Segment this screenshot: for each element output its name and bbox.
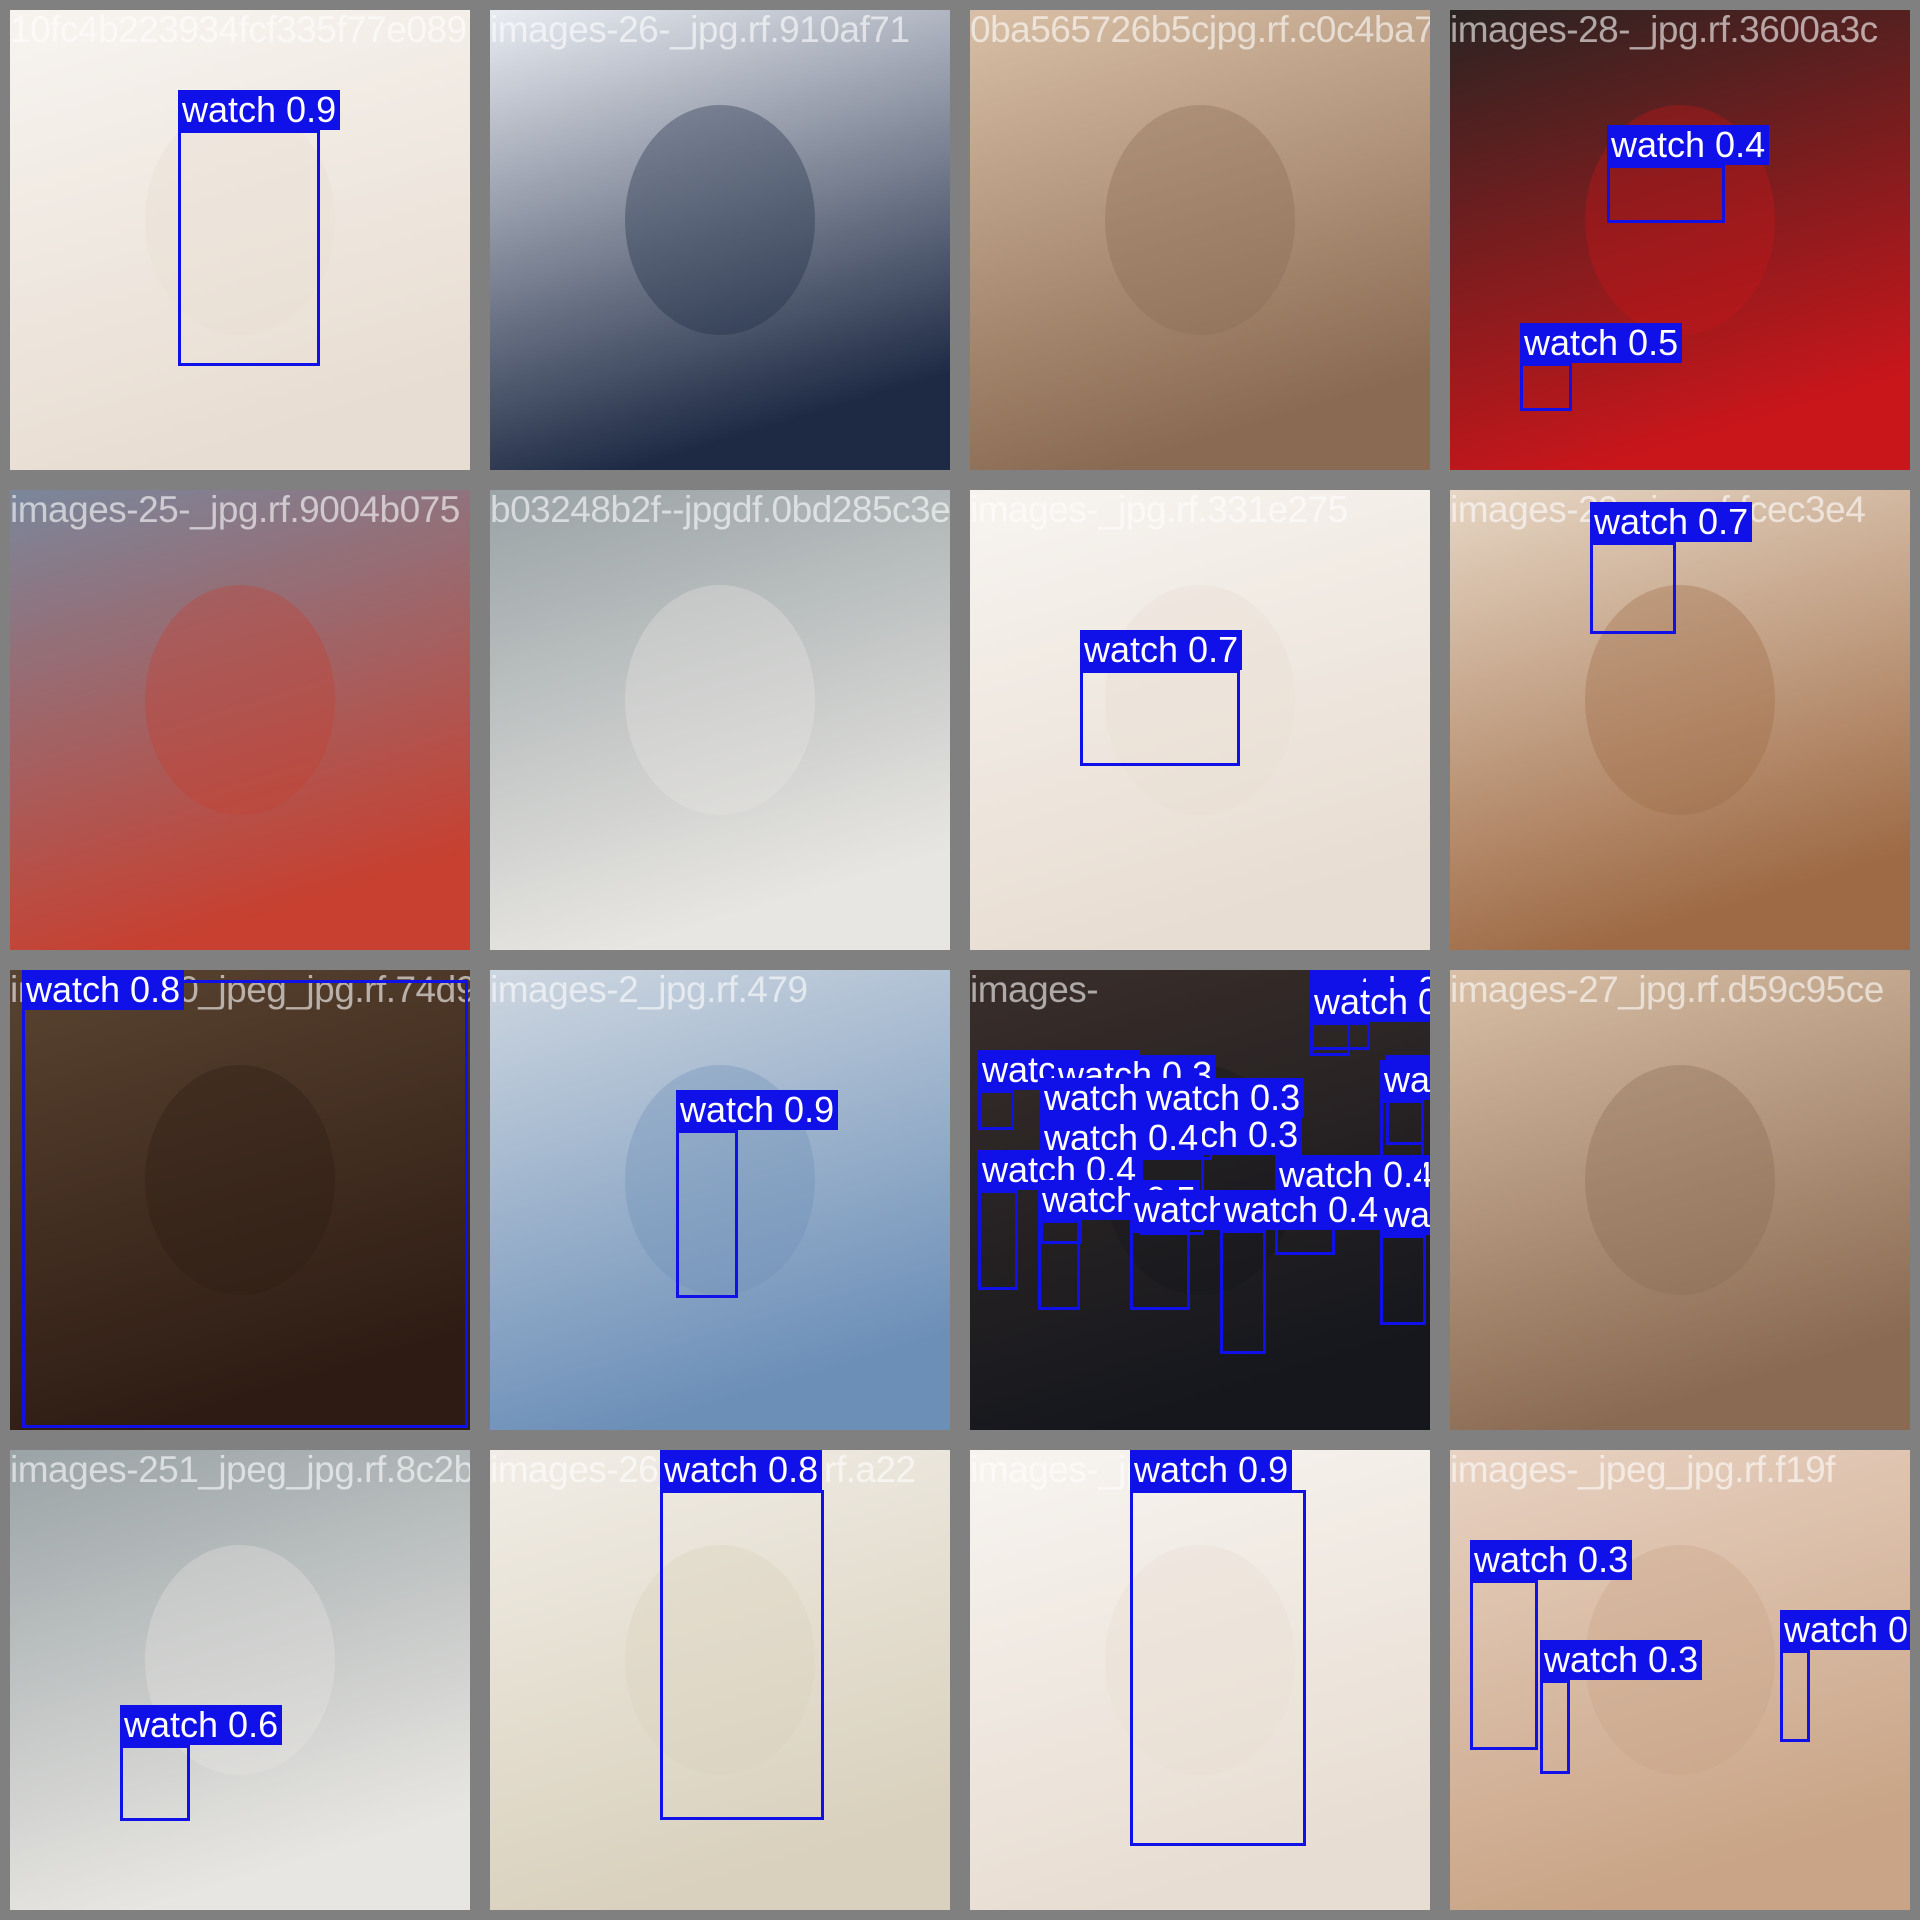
tile-filename: images-25-_jpg.rf.9004b075 (10, 490, 460, 530)
detection-label: watch 0.9 (676, 1090, 839, 1130)
detection-label: watch 0.4 (1275, 1155, 1430, 1195)
detection-box (1080, 670, 1240, 766)
detection-box (1540, 1680, 1570, 1774)
photo-thumbnail (10, 970, 470, 1430)
detection-box (120, 1745, 190, 1821)
photo-thumbnail (10, 10, 470, 470)
detection-box (178, 130, 320, 366)
photo-thumbnail (970, 1450, 1430, 1910)
detection-label: watch 0.6 (120, 1705, 283, 1745)
detection-box (1607, 165, 1725, 223)
photo-thumbnail (490, 1450, 950, 1910)
tile-filename: images-251_jpeg_jpg.rf.8c2b (10, 1450, 470, 1490)
detection-box (22, 980, 468, 1428)
detection-box (978, 1190, 1018, 1290)
detection-box (978, 1090, 1014, 1130)
grid-tile: 0ba565726b5cjpg.rf.c0c4ba7 (970, 10, 1430, 470)
detection-label: watch 0.3 (1142, 1078, 1305, 1118)
tile-filename: images- (970, 970, 1099, 1010)
tile-filename: images-_jpg.rf.331e275 (970, 490, 1348, 530)
grid-tile: images-26_jpeg_jpg.rf.a22watch 0.8 (490, 1450, 950, 1910)
grid-tile: 10fc4b223934fcf335f77e089 watch 0.9 (10, 10, 470, 470)
photo-thumbnail (490, 490, 950, 950)
photo-thumbnail (1450, 970, 1910, 1430)
detection-box (676, 1130, 738, 1298)
photo-thumbnail (10, 490, 470, 950)
photo-thumbnail (490, 10, 950, 470)
tile-filename: images-27_jpg.rf.d59c95ce (1450, 970, 1884, 1010)
photo-thumbnail (1450, 10, 1910, 470)
detection-label: watch 0.8 (22, 970, 185, 1010)
tile-filename: 10fc4b223934fcf335f77e089 (10, 10, 467, 50)
detection-box (1780, 1650, 1810, 1742)
detection-box (1470, 1580, 1538, 1750)
detection-label: watch 0.9 (178, 90, 341, 130)
detection-label: watch 0.4 (1220, 1190, 1383, 1230)
detection-box (1590, 542, 1676, 634)
detection-label: watch 0.3 (1470, 1540, 1633, 1580)
detection-label: watch 0.6 (1380, 1060, 1430, 1100)
detection-box (1130, 1490, 1306, 1846)
detection-box (1520, 363, 1572, 411)
tile-filename: b03248b2f--jpgdf.0bd285c3e (490, 490, 950, 530)
detection-label: watch 0.5 (1520, 323, 1683, 363)
detection-box (1380, 1235, 1426, 1325)
tile-filename: images-26-_jpg.rf.910af71 (490, 10, 910, 50)
detection-label: watch 0.7 (1590, 502, 1753, 542)
detection-label: watch 0.7 (1780, 1610, 1910, 1650)
grid-tile: images-25-_jpg.rf.9004b075 (10, 490, 470, 950)
detection-label: watch 0.3 (1540, 1640, 1703, 1680)
photo-thumbnail (970, 10, 1430, 470)
photo-thumbnail (1450, 490, 1910, 950)
tile-filename: images-2_jpg.rf.479 (490, 970, 808, 1010)
detection-box (660, 1490, 824, 1820)
detection-label: watch 0.8 (660, 1450, 823, 1490)
detection-label: watch 0.9 (1130, 1450, 1293, 1490)
grid-tile: images-27_jpg.rf.d59c95ce (1450, 970, 1910, 1430)
detection-label: watch 0.8 (1310, 982, 1430, 1022)
detection-box (1220, 1230, 1266, 1354)
detection-box (1038, 1220, 1080, 1310)
detection-label: watch 0.4 (1607, 125, 1770, 165)
grid-tile: images-29-_jpg.rf.fcec3e4watch 0.7 (1450, 490, 1910, 950)
detection-box (1310, 1022, 1370, 1050)
photo-thumbnail (10, 1450, 470, 1910)
tile-filename: 0ba565726b5cjpg.rf.c0c4ba7 (970, 10, 1430, 50)
photo-thumbnail (1450, 1450, 1910, 1910)
tile-filename: images-28-_jpg.rf.3600a3c (1450, 10, 1878, 50)
detection-label: watch 0.7 (1080, 630, 1243, 670)
grid-tile: images-26-_jpg.rf.910af71 (490, 10, 950, 470)
grid-tile: b03248b2f--jpgdf.0bd285c3e (490, 490, 950, 950)
tile-filename: images-_jpeg_jpg.rf.f19f (1450, 1450, 1835, 1490)
detection-box (1130, 1230, 1190, 1310)
detection-label: watch 0.5 (1380, 1195, 1430, 1235)
